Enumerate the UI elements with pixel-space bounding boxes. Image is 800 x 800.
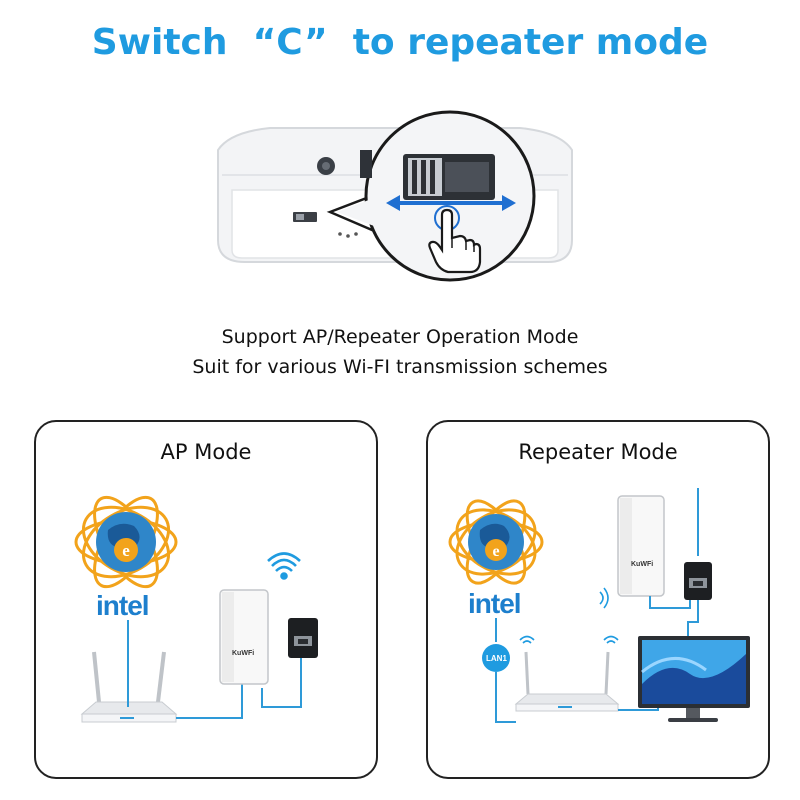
device-switch-illustration [217, 110, 573, 282]
cpe-device-icon [219, 589, 269, 685]
intel-logo: intel [96, 590, 150, 621]
description-line-2: Suit for various Wi-FI transmission sche… [192, 356, 608, 378]
poe-adapter-icon [684, 562, 712, 600]
svg-text:e: e [492, 543, 499, 560]
kuwfi-label: KuWFi [232, 650, 255, 657]
router-icon [80, 651, 178, 723]
headline-quote: “C” [252, 22, 328, 63]
repeater-mode-panel: Repeater Mode e [426, 420, 770, 779]
lan1-label: LAN1 [486, 654, 507, 663]
wifi-icon [519, 587, 619, 644]
globe-icon: e [74, 495, 178, 589]
pointing-hand-icon [428, 205, 482, 274]
headline-prefix: Switch [91, 22, 228, 63]
lan1-badge [482, 644, 510, 672]
kuwfi-label: KuWFi [631, 561, 654, 568]
headline: Switch “C” to repeater mode [0, 22, 800, 63]
cpe-device-icon [617, 495, 665, 597]
router-icon [514, 651, 620, 712]
wifi-icon [267, 552, 301, 580]
poe-adapter-icon [288, 618, 318, 658]
monitor-icon [638, 636, 750, 722]
description-line-1: Support AP/Repeater Operation Mode [221, 326, 579, 348]
ap-mode-panel: AP Mode e [34, 420, 378, 779]
ap-mode-title: AP Mode [160, 440, 252, 464]
intel-logo: intel [468, 588, 522, 619]
headline-suffix: to repeater mode [352, 22, 709, 63]
globe-icon: e [448, 499, 544, 585]
svg-text:e: e [122, 541, 130, 560]
repeater-mode-title: Repeater Mode [518, 440, 678, 464]
